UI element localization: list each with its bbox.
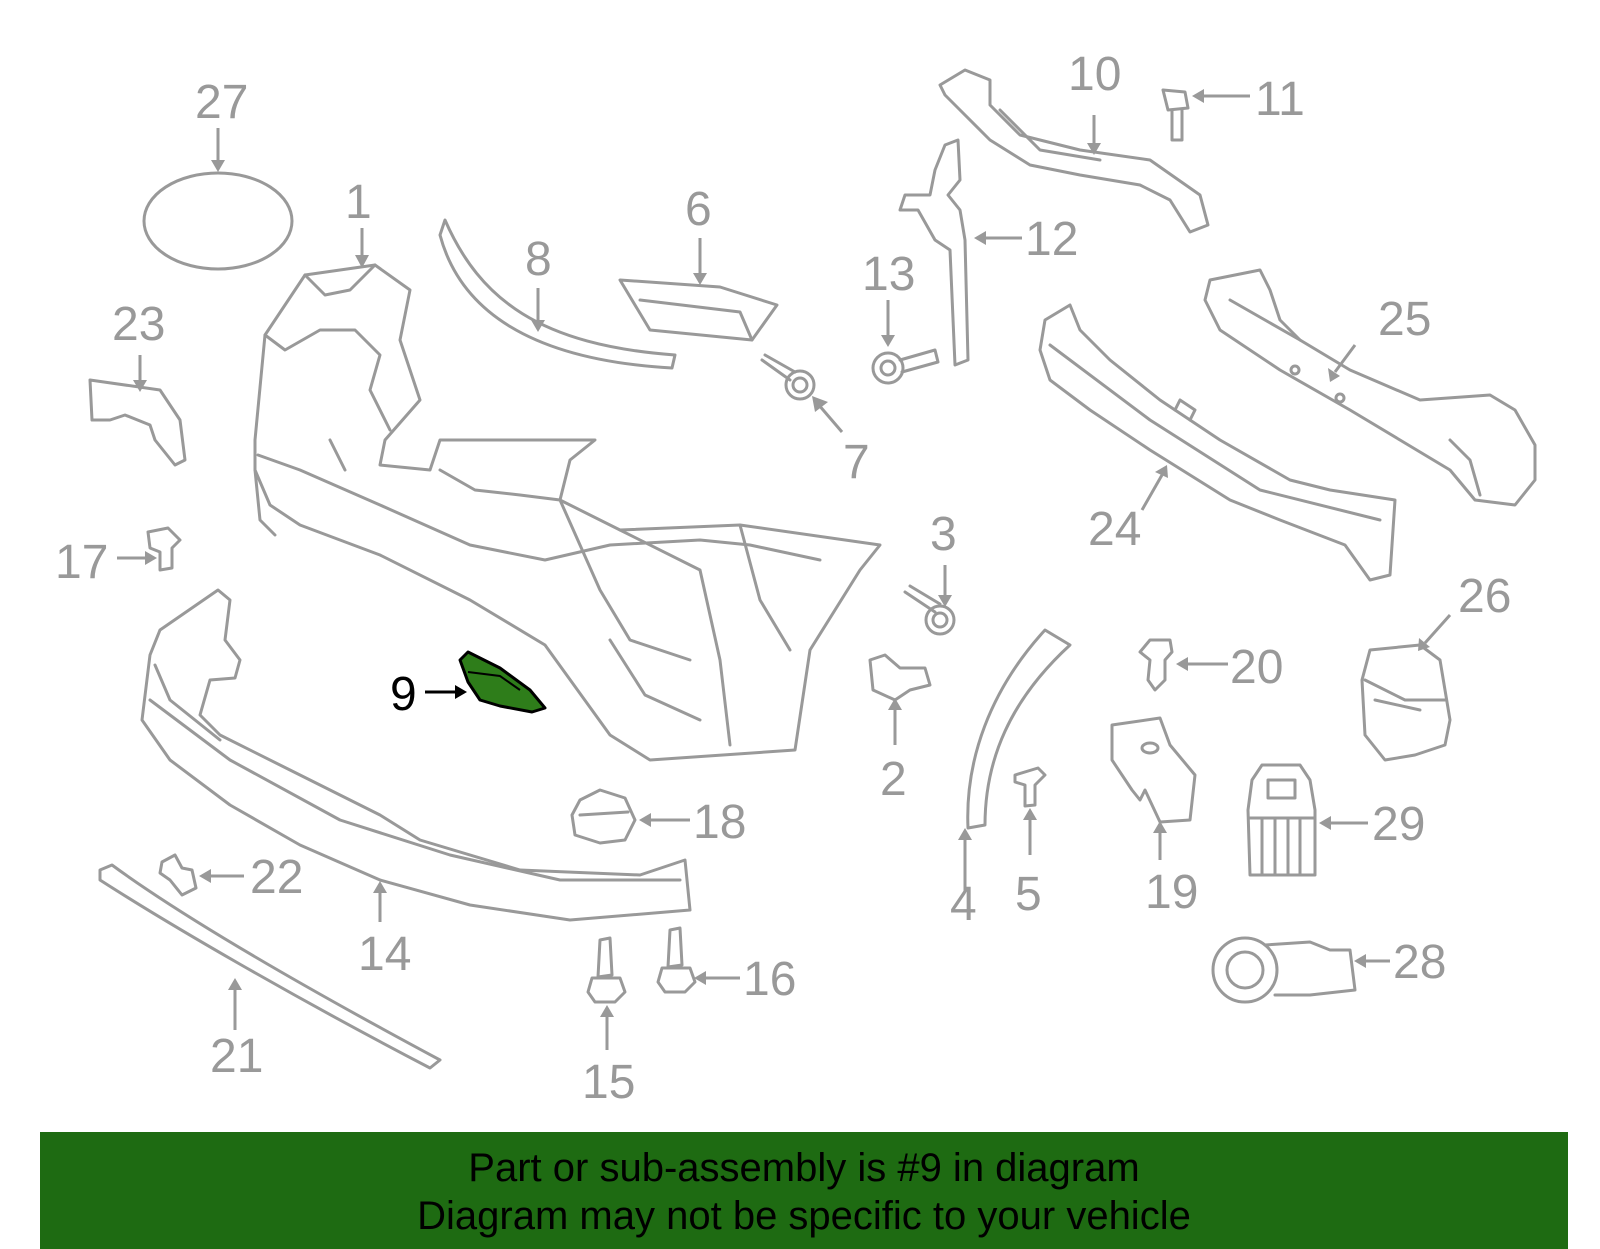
part-22-clip[interactable]: [158, 853, 198, 897]
callout-18: 18: [693, 796, 746, 849]
part-21-lower-molding[interactable]: [98, 863, 442, 1070]
part-8-molding[interactable]: [438, 218, 677, 370]
callout-27: 27: [195, 76, 248, 129]
parts-diagram: 1 2 3 4 5 6 7 8 9 10 11 12 13 14 15 16 1…: [55, 48, 1537, 1109]
callout-10: 10: [1068, 48, 1121, 101]
callout-25: 25: [1378, 293, 1431, 346]
callout-20: 20: [1230, 641, 1283, 694]
callout-19: 19: [1145, 866, 1198, 919]
callout-13: 13: [862, 248, 915, 301]
part-13-bolt[interactable]: [871, 348, 940, 385]
part-4-molding[interactable]: [966, 628, 1072, 830]
part-5-clip[interactable]: [1013, 766, 1047, 808]
part-10-upper-bracket[interactable]: [938, 68, 1210, 234]
callout-1: 1: [345, 176, 372, 229]
part-9-highlighted[interactable]: [458, 650, 547, 714]
part-19-bracket[interactable]: [1110, 716, 1197, 824]
part-25-absorber[interactable]: [1203, 268, 1537, 507]
callout-15: 15: [582, 1056, 635, 1109]
banner-line-disclaimer: Diagram may not be specific to your vehi…: [417, 1194, 1191, 1238]
part-15-bolt[interactable]: [586, 936, 627, 1004]
part-3-bolt[interactable]: [903, 584, 956, 636]
part-23-bracket[interactable]: [88, 378, 187, 467]
part-6-bracket[interactable]: [618, 278, 779, 342]
callout-8: 8: [525, 233, 552, 286]
part-24-reinforcement[interactable]: [1038, 303, 1397, 582]
part-14-lower-spoiler[interactable]: [140, 588, 692, 922]
callout-12: 12: [1025, 213, 1078, 266]
callout-17: 17: [55, 536, 108, 589]
callout-5: 5: [1015, 868, 1042, 921]
part-18-clip[interactable]: [570, 788, 637, 845]
callout-21: 21: [210, 1030, 263, 1083]
callout-labels: 1 2 3 4 5 6 7 8 9 10 11 12 13 14 15 16 1…: [55, 48, 1511, 1109]
part-11-bolt[interactable]: [1161, 88, 1190, 142]
callout-2: 2: [880, 753, 907, 806]
callout-6: 6: [685, 183, 712, 236]
callout-7: 7: [843, 436, 870, 489]
part-29-sensor-bracket[interactable]: [1246, 763, 1317, 877]
part-28-sensor[interactable]: [1211, 936, 1357, 1004]
callout-3: 3: [930, 508, 957, 561]
callout-29: 29: [1372, 798, 1425, 851]
part-12-bracket[interactable]: [898, 138, 970, 367]
callout-9: 9: [390, 668, 417, 721]
part-2-clip[interactable]: [868, 653, 932, 702]
callout-24: 24: [1088, 503, 1141, 556]
callout-11: 11: [1255, 73, 1305, 126]
part-27-emblem[interactable]: [142, 171, 294, 271]
callout-28: 28: [1393, 936, 1446, 989]
part-16-bolt[interactable]: [656, 926, 697, 994]
part-26-module[interactable]: [1360, 643, 1452, 762]
callout-14: 14: [358, 928, 411, 981]
callout-23: 23: [112, 298, 165, 351]
callout-arrows: [117, 89, 1452, 1050]
part-17-clip[interactable]: [146, 526, 182, 572]
callout-26: 26: [1458, 570, 1511, 623]
part-20-push-pin[interactable]: [1138, 638, 1174, 692]
banner-line-part: Part or sub-assembly is #9 in diagram: [468, 1146, 1140, 1190]
info-banner: Part or sub-assembly is #9 in diagram Di…: [40, 1132, 1568, 1249]
callout-22: 22: [250, 851, 303, 904]
callout-16: 16: [743, 953, 796, 1006]
part-7-bolt[interactable]: [760, 353, 816, 401]
callout-4: 4: [950, 878, 977, 931]
part-1-bumper-cover[interactable]: [253, 263, 882, 762]
